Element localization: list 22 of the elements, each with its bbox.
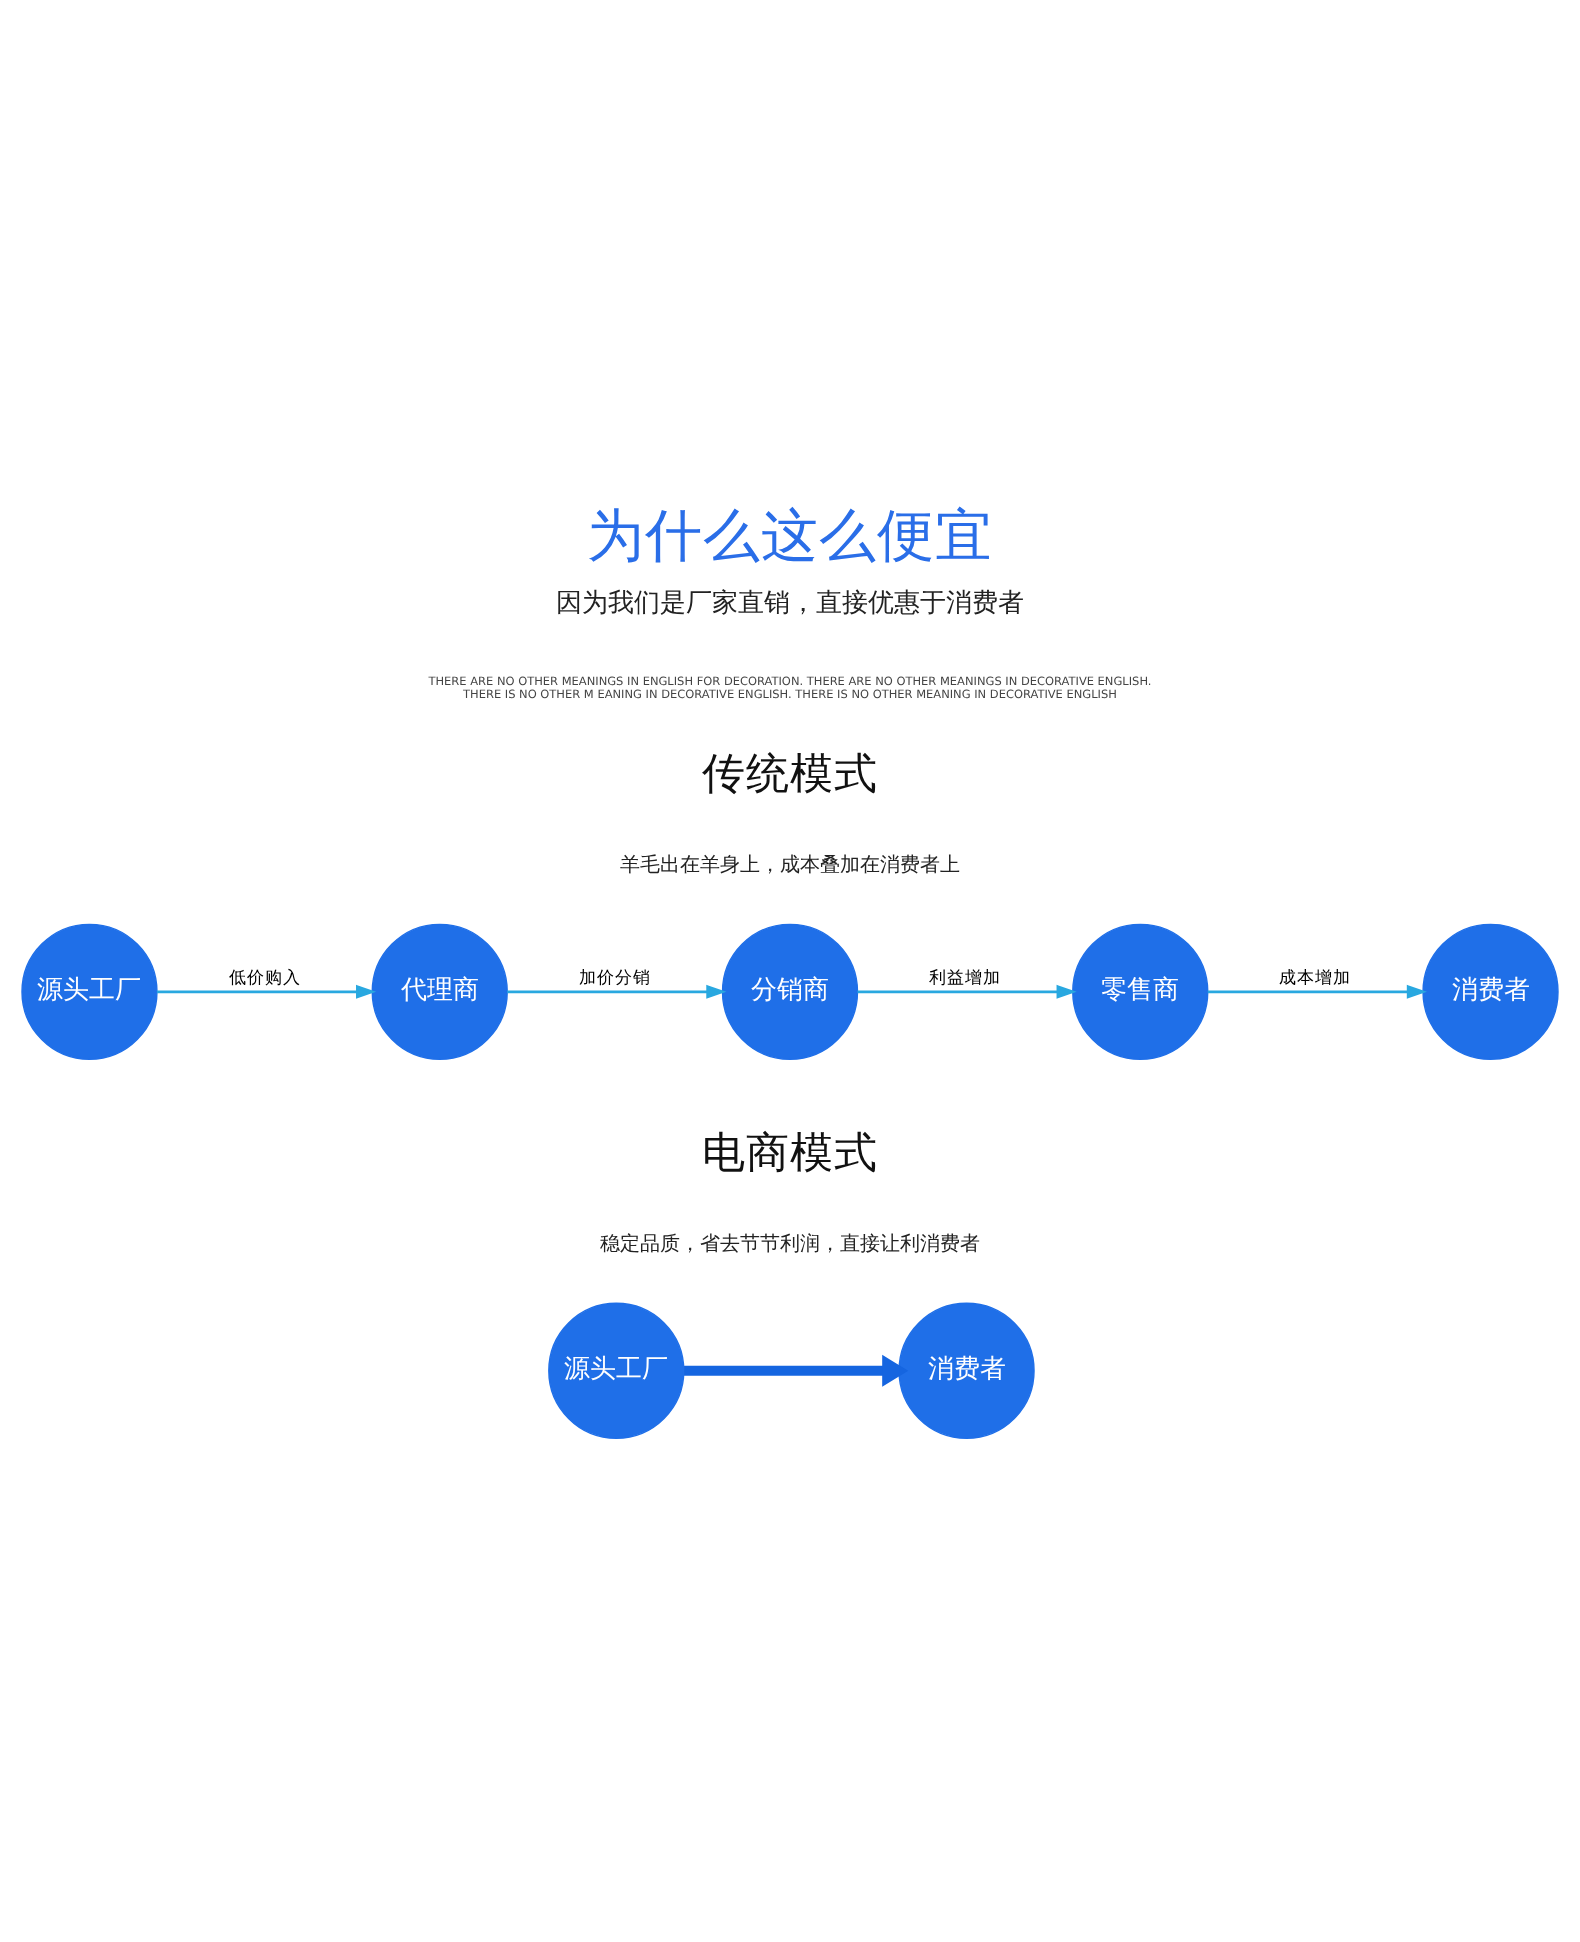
edge-label: 利益增加 xyxy=(929,968,1002,989)
node-circle: 源头工厂 xyxy=(548,1302,685,1439)
arrow xyxy=(1207,984,1427,999)
node-circle: 分销商 xyxy=(721,923,859,1060)
arrow xyxy=(157,984,377,999)
edge-label: 加价分销 xyxy=(578,968,651,989)
arrow xyxy=(857,984,1077,999)
node-circle: 消费者 xyxy=(898,1302,1035,1439)
label: 因为我们是厂家直销，直接优惠于消费者 xyxy=(556,588,1024,619)
edge-label: 成本增加 xyxy=(1279,968,1352,989)
arrow xyxy=(684,1354,909,1387)
arrow xyxy=(507,984,727,999)
node-circle: 零售商 xyxy=(1072,923,1209,1060)
label: 稳定品质，省去节节利润，直接让利消费者 xyxy=(600,1233,980,1256)
diagram-title: 为什么这么便宜 xyxy=(587,501,993,570)
node-circle: 消费者 xyxy=(1422,923,1559,1060)
edge-label: 低价购入 xyxy=(228,968,301,989)
label: 传统模式 xyxy=(702,749,878,800)
node-circle: 代理商 xyxy=(371,923,508,1060)
node-circle: 源头工厂 xyxy=(21,923,158,1060)
label: 电商模式 xyxy=(702,1128,878,1179)
label: 羊毛出在羊身上，成本叠加在消费者上 xyxy=(620,854,960,877)
